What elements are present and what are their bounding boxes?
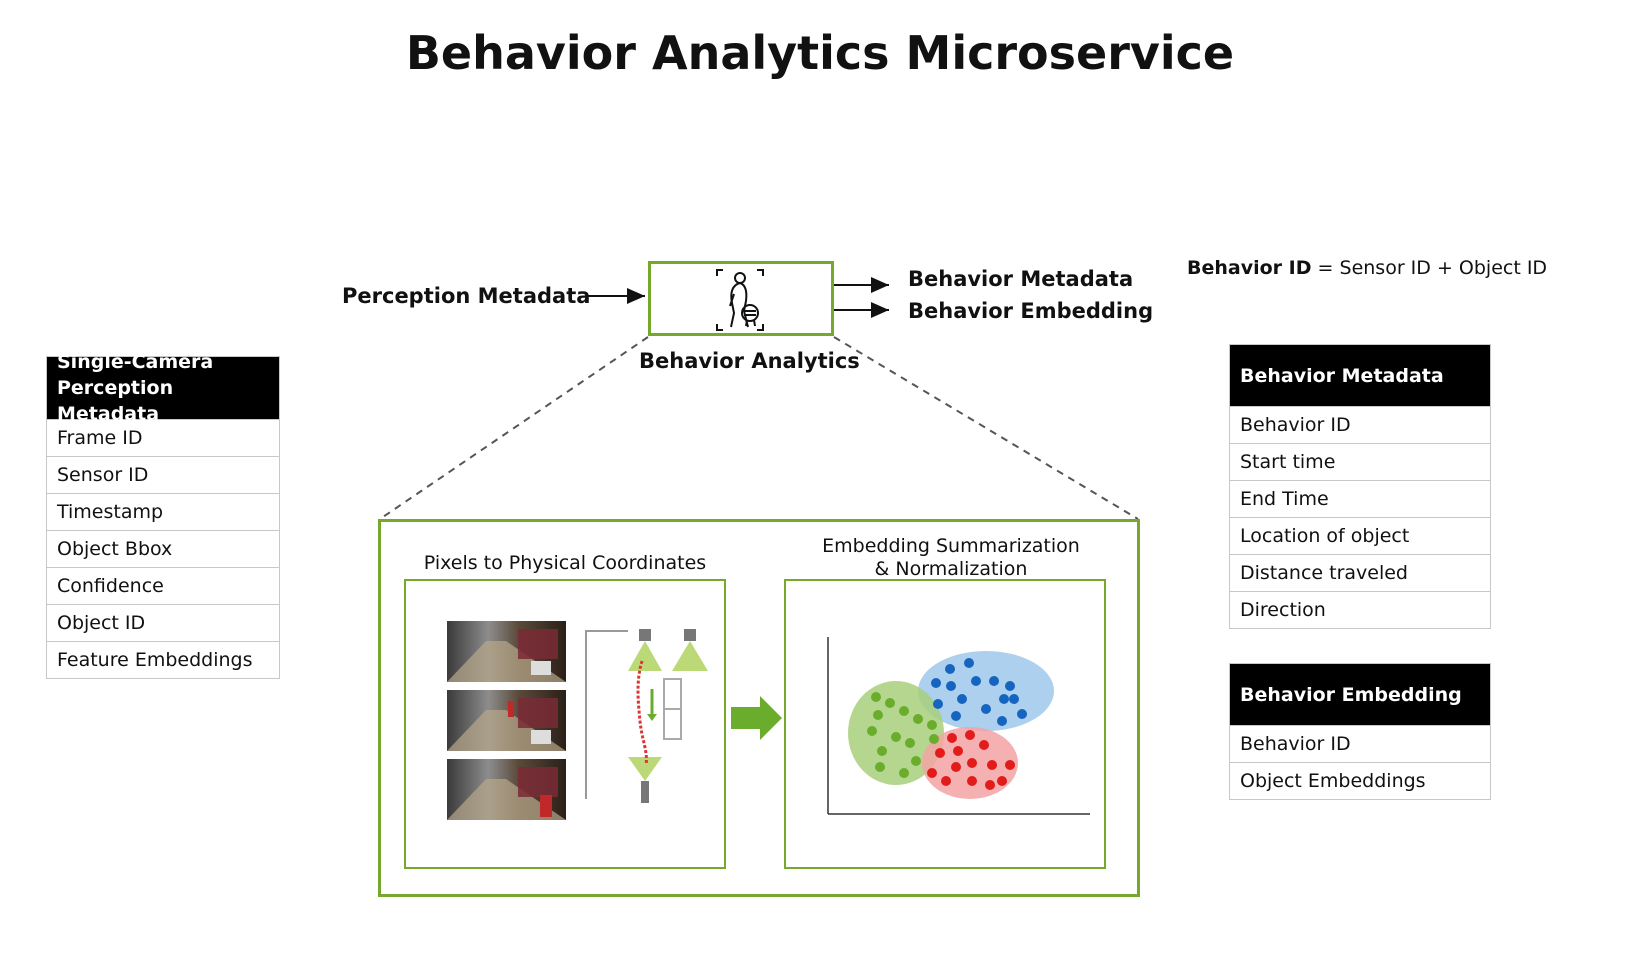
table-row: Confidence <box>47 567 279 604</box>
behavior-embedding-table-header: Behavior Embedding <box>1230 664 1490 725</box>
behavior-analytics-block <box>648 261 834 336</box>
zoom-line-left <box>379 336 649 520</box>
camera-frame-3 <box>447 759 566 820</box>
table-row: Sensor ID <box>47 456 279 493</box>
table-row: Feature Embeddings <box>47 641 279 678</box>
pixels-to-physical-caption: Pixels to Physical Coordinates <box>423 552 707 574</box>
table-row: Distance traveled <box>1230 554 1490 591</box>
table-row: Frame ID <box>47 419 279 456</box>
floor-plan-map <box>585 630 682 799</box>
pixels-to-physical-panel <box>404 579 726 869</box>
output-label-behavior-metadata: Behavior Metadata <box>908 267 1134 291</box>
person-with-luggage-scan-icon <box>716 269 764 331</box>
blue-points <box>931 658 1027 726</box>
table-row: Object ID <box>47 604 279 641</box>
table-row: End Time <box>1230 480 1490 517</box>
table-row: Behavior ID <box>1230 406 1490 443</box>
behavior-embedding-table: Behavior Embedding Behavior ID Object Em… <box>1229 663 1491 800</box>
input-label-perception-metadata: Perception Metadata <box>342 284 591 308</box>
camera-frame-2 <box>447 690 566 751</box>
red-points <box>927 730 1015 790</box>
camera-markers <box>639 629 696 803</box>
page-title: Behavior Analytics Microservice <box>405 26 1235 80</box>
green-points <box>867 692 939 778</box>
camera-cones <box>628 641 708 781</box>
table-row: Behavior ID <box>1230 725 1490 762</box>
table-row: Direction <box>1230 591 1490 628</box>
cluster-plot <box>827 637 1090 815</box>
behavior-id-note-key: Behavior ID <box>1187 257 1312 279</box>
table-row: Location of object <box>1230 517 1490 554</box>
behavior-metadata-table: Behavior Metadata Behavior ID Start time… <box>1229 344 1491 629</box>
behavior-id-note: Behavior ID = Sensor ID + Object ID <box>1187 257 1547 279</box>
behavior-analytics-label: Behavior Analytics <box>639 349 860 373</box>
table-row: Object Bbox <box>47 530 279 567</box>
embedding-caption-line2: & Normalization <box>874 558 1028 580</box>
table-row: Object Embeddings <box>1230 762 1490 799</box>
camera-frame-1 <box>447 621 566 682</box>
behavior-metadata-table-header: Behavior Metadata <box>1230 345 1490 406</box>
embedding-caption-line1: Embedding Summarization <box>822 535 1080 557</box>
output-label-behavior-embedding: Behavior Embedding <box>908 299 1154 323</box>
embedding-summarization-panel <box>784 579 1106 869</box>
behavior-id-note-formula: = Sensor ID + Object ID <box>1317 257 1548 279</box>
table-row: Start time <box>1230 443 1490 480</box>
perception-metadata-table: Single-Camera Perception Metadata Frame … <box>46 351 280 679</box>
trajectory-path <box>636 660 648 766</box>
embedding-summarization-caption: Embedding Summarization & Normalization <box>784 535 1118 581</box>
table-row: Timestamp <box>47 493 279 530</box>
